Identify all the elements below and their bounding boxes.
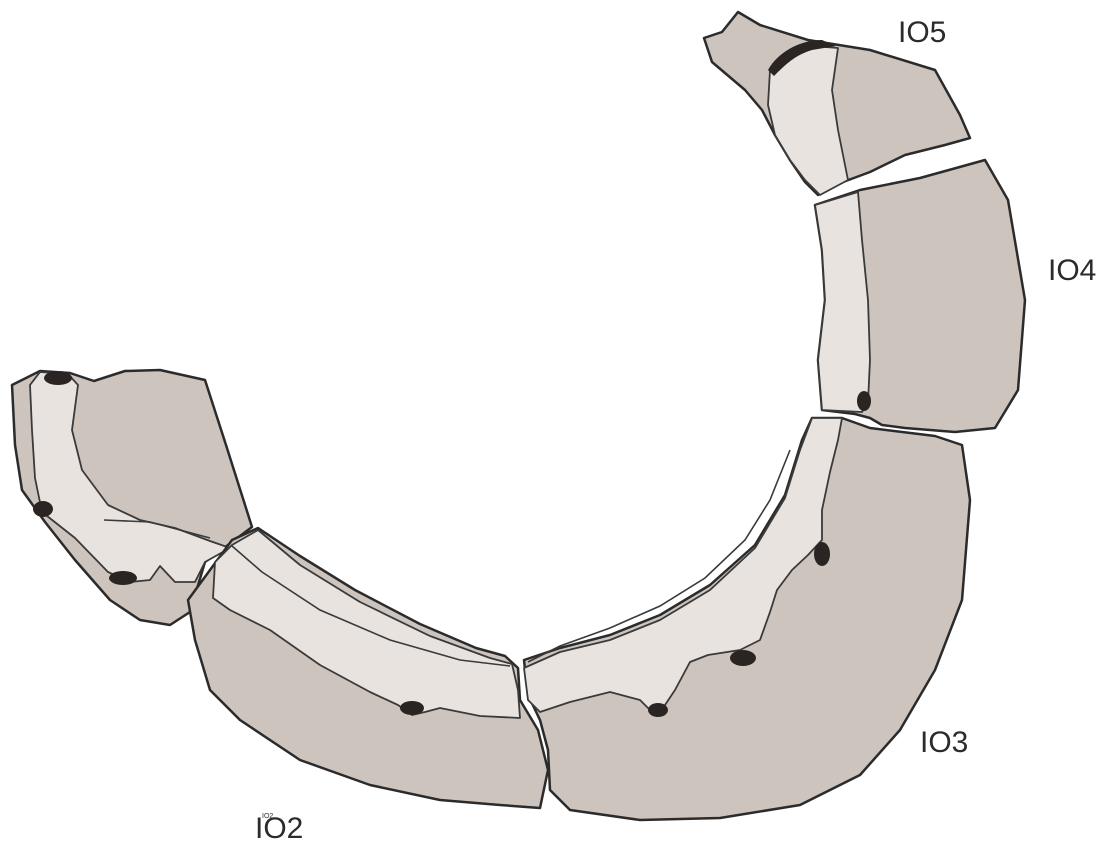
label-io3: IO3 [920,726,968,759]
io3-pore-1 [648,703,668,717]
io3-bone [524,418,970,820]
label-io5: IO5 [898,16,946,49]
io3-pore-2 [730,650,756,666]
io4-bone [815,160,1025,432]
io1-pore-1 [44,371,72,385]
label-io4: IO4 [1048,254,1096,287]
io1-pore-2 [33,501,53,517]
label-io2-overprint: IO2 [262,813,273,820]
io1-pore-3 [109,571,137,585]
io2-bone [188,528,548,808]
io4-pore-1 [857,391,871,411]
io2-pore-1 [400,701,424,715]
io3-pore-3 [814,542,830,566]
